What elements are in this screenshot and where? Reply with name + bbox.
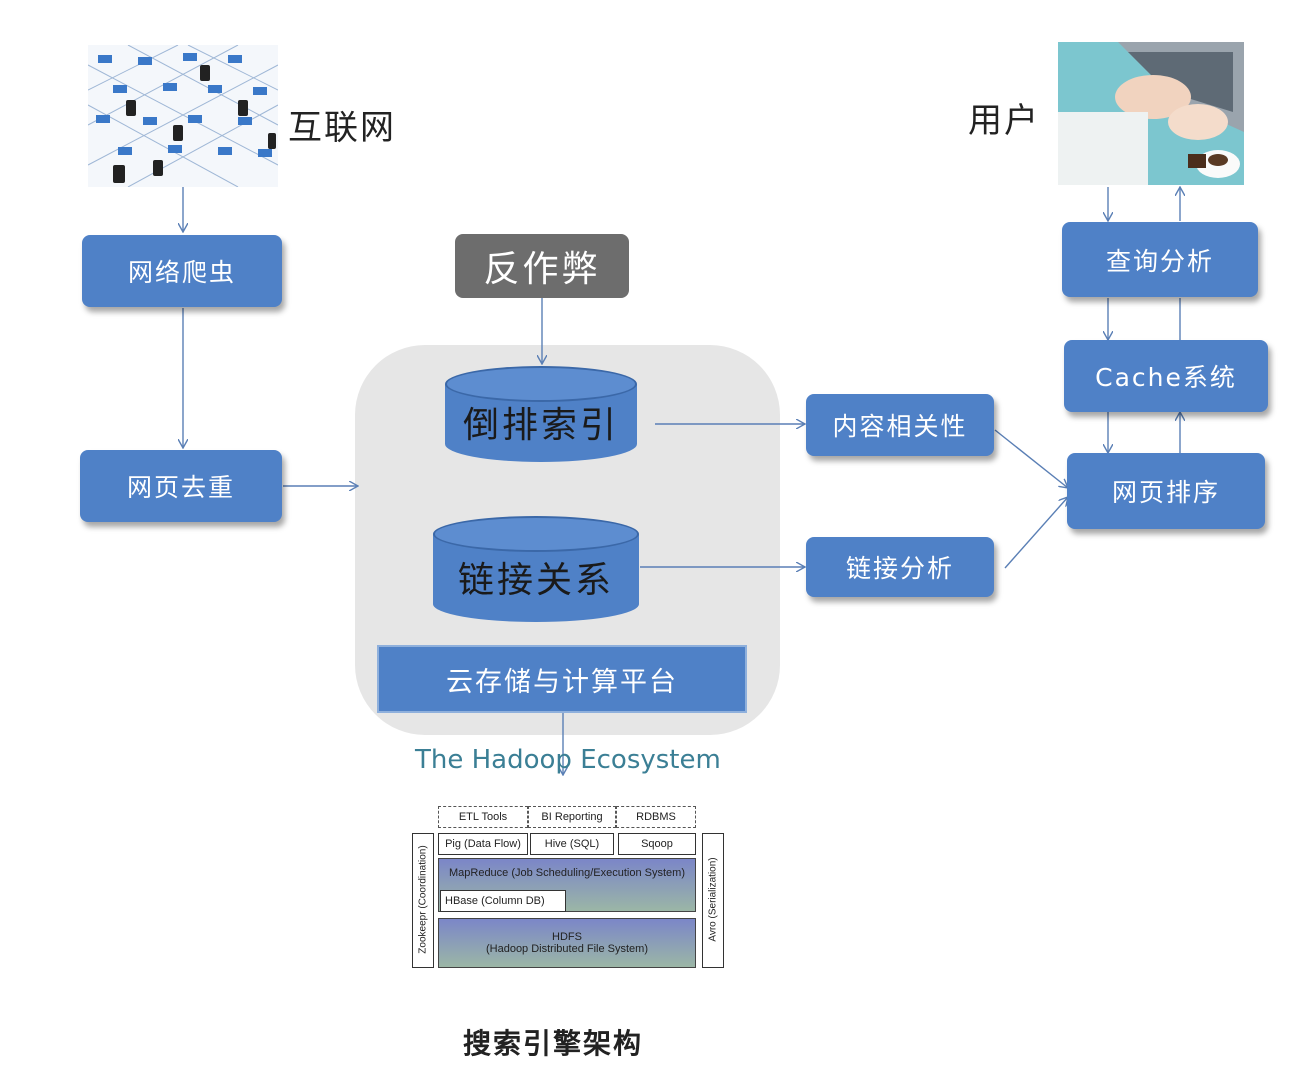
hadoop-zookeeper-box [412,833,434,968]
link-relation-cylinder: 链接关系 [433,516,639,622]
internet-label: 互联网 [288,108,396,148]
hadoop-hive: Hive (SQL) [530,833,614,855]
inverted-index-cylinder: 倒排索引 [445,366,637,462]
hadoop-hdfs-sub: (Hadoop Distributed File System) [485,943,648,955]
hadoop-etl-tools: ETL Tools [438,806,528,828]
web-crawler-box: 网络爬虫 [82,235,282,307]
hadoop-mapreduce-label: MapReduce (Job Scheduling/Execution Syst… [448,867,685,879]
diagram-caption: 搜索引擎架构 [462,1027,643,1060]
link-relation-label: 链接关系 [457,559,614,601]
hadoop-rdbms: RDBMS [616,806,696,828]
user-label: 用户 [968,101,1040,141]
hadoop-avro-label: Avro (Serialization) [707,857,719,942]
hadoop-hdfs: HDFS (Hadoop Distributed File System) [438,918,696,968]
user-typing-image [1058,42,1244,185]
anti-cheat-box: 反作弊 [455,234,629,298]
link-analysis-box: 链接分析 [806,537,994,597]
hadoop-zookeeper-label: Zookeepr (Coordination) [417,845,429,954]
cache-system-box: Cache系统 [1064,340,1268,412]
cloud-platform-box: 云存储与计算平台 [377,645,747,713]
page-dedup-box: 网页去重 [80,450,282,522]
hadoop-sqoop: Sqoop [618,833,696,855]
hadoop-pig: Pig (Data Flow) [438,833,528,855]
hadoop-title: The Hadoop Ecosystem [415,745,721,775]
content-relevance-box: 内容相关性 [806,394,994,456]
page-ranking-box: 网页排序 [1067,453,1265,529]
query-analysis-box: 查询分析 [1062,222,1258,297]
hadoop-avro-box [702,833,724,968]
hadoop-hdfs-label: HDFS [552,931,582,943]
inverted-index-label: 倒排索引 [462,404,619,446]
hadoop-bi-reporting: BI Reporting [528,806,616,828]
internet-network-image [88,45,278,187]
hadoop-hbase: HBase (Column DB) [440,890,566,912]
